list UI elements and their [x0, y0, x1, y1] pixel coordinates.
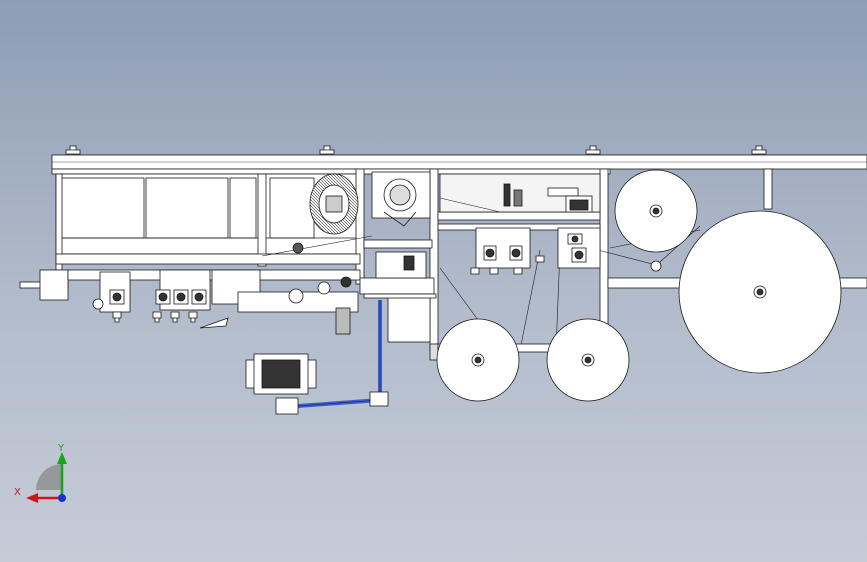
control-pendant [245, 353, 317, 395]
control-cabinet [387, 295, 431, 343]
drive-motor [371, 171, 431, 227]
middle-rail [55, 253, 361, 265]
x-axis-label: X [14, 487, 21, 498]
bearing-units [92, 242, 352, 310]
adjusting-screws [112, 311, 198, 323]
material-reels [436, 169, 842, 402]
y-axis-label: Y [57, 443, 65, 454]
frame-column [355, 168, 365, 285]
frame-column [429, 168, 439, 350]
coordinate-triad: Y X [14, 443, 67, 503]
leveling-feet [65, 145, 767, 155]
machine-assembly [19, 145, 867, 415]
frame-column [763, 168, 773, 210]
blower-fan [309, 173, 359, 235]
pneumatic-line [275, 300, 389, 415]
roller-guides [375, 227, 601, 279]
gear-motor [335, 307, 351, 335]
